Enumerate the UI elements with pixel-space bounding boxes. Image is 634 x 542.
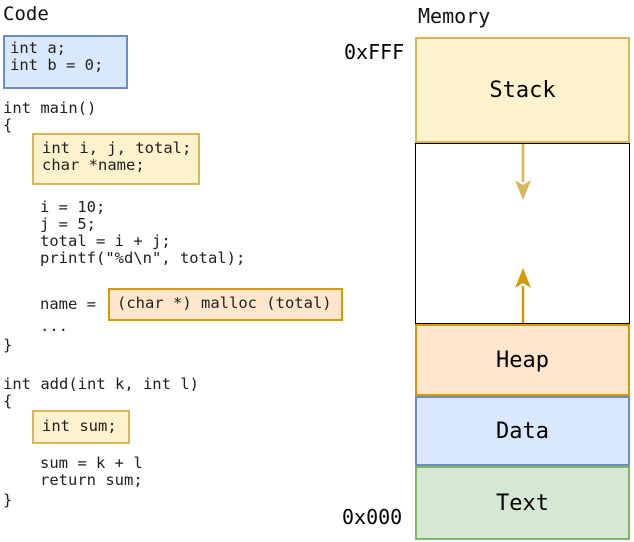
code-panel-title: Code xyxy=(3,3,49,25)
add-body-code: sum = k + l return sum; xyxy=(40,454,143,489)
top-address-label: 0xFFF xyxy=(344,40,405,64)
data-segment: Data xyxy=(415,396,630,466)
sum-var-box: int sum; xyxy=(32,410,130,444)
global-vars-box: int a; int b = 0; xyxy=(3,35,128,89)
bottom-address-label: 0x000 xyxy=(342,505,403,529)
add-closing-brace: } xyxy=(3,491,13,509)
heap-segment-label: Heap xyxy=(496,347,549,373)
heap-growth-arrow-up-icon xyxy=(515,268,531,323)
heap-segment: Heap xyxy=(415,324,630,396)
stack-segment: Stack xyxy=(415,37,630,143)
local-vars-box: int i, j, total; char *name; xyxy=(32,133,200,185)
text-segment-label: Text xyxy=(496,490,549,516)
text-segment: Text xyxy=(415,466,630,540)
stack-growth-arrow-down-icon xyxy=(515,144,531,200)
memory-panel-title: Memory xyxy=(418,4,491,28)
malloc-call-box: (char *) malloc (total) xyxy=(108,288,343,321)
main-body-code: i = 10; j = 5; total = i + j; printf("%d… xyxy=(40,198,246,267)
growth-arrows xyxy=(515,144,531,323)
main-function-header: int main() { xyxy=(3,99,97,134)
add-function-header: int add(int k, int l) { xyxy=(3,375,199,410)
ellipsis-line: ... xyxy=(40,317,68,335)
data-segment-label: Data xyxy=(496,418,549,444)
main-closing-brace: } xyxy=(3,336,13,354)
stack-segment-label: Stack xyxy=(489,77,556,103)
name-assignment-prefix: name = xyxy=(40,295,106,313)
